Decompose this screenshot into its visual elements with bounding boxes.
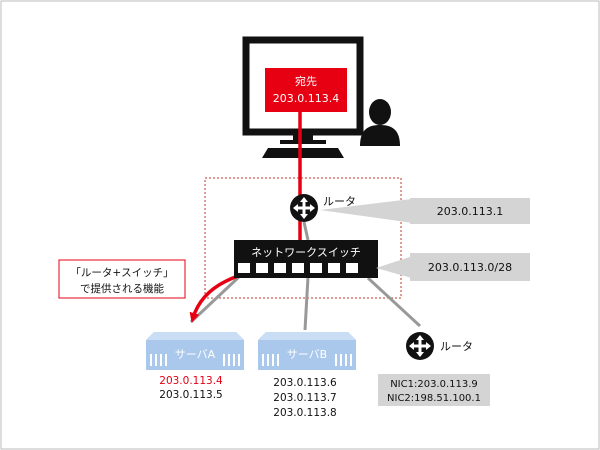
switch-label: ネットワークスイッチ — [251, 246, 361, 259]
destination-ip: 203.0.113.4 — [273, 92, 339, 105]
link-switch-server-a — [189, 273, 243, 324]
switch-subnet-box — [410, 253, 530, 281]
server-b-ip-3: 203.0.113.8 — [273, 407, 336, 419]
router-right-icon — [406, 332, 434, 360]
callout-line1: 「ルータ+スイッチ」 — [70, 267, 173, 279]
switch-subnet: 203.0.113.0/28 — [428, 261, 512, 274]
server-a-ip-primary: 203.0.113.4 — [159, 375, 223, 387]
router-top-icon — [290, 194, 318, 222]
router-top-ip-box — [410, 198, 530, 224]
server-b-ip-2: 203.0.113.7 — [273, 392, 336, 404]
link-switch-router-right — [366, 276, 422, 328]
destination-title: 宛先 — [295, 74, 317, 88]
server-a-icon — [146, 332, 244, 370]
router-top-label: ルータ — [323, 195, 356, 208]
callout-line2: で提供される機能 — [80, 282, 164, 295]
router-right-nic-box — [378, 374, 490, 406]
server-b-ip-1: 203.0.113.6 — [273, 377, 337, 389]
link-switch-server-b — [303, 276, 310, 331]
user-icon — [360, 99, 400, 146]
server-a-ip-secondary: 203.0.113.5 — [159, 389, 222, 401]
router-top-ip: 203.0.113.1 — [437, 205, 503, 218]
network-switch — [234, 240, 378, 278]
server-b-label: サーバB — [287, 348, 327, 361]
router-right-label: ルータ — [440, 340, 473, 353]
router-top-ip-pointer — [320, 198, 420, 224]
router-right-nic1: NIC1:203.0.113.9 — [390, 379, 478, 390]
callout-box — [58, 259, 186, 299]
destination-box — [265, 68, 347, 112]
link-router-switch — [302, 221, 310, 241]
router-right-nic2: NIC2:198.51.100.1 — [387, 393, 481, 404]
server-a-label: サーバA — [175, 348, 216, 361]
router-switch-group-frame — [204, 177, 402, 299]
server-b-icon — [258, 332, 356, 370]
